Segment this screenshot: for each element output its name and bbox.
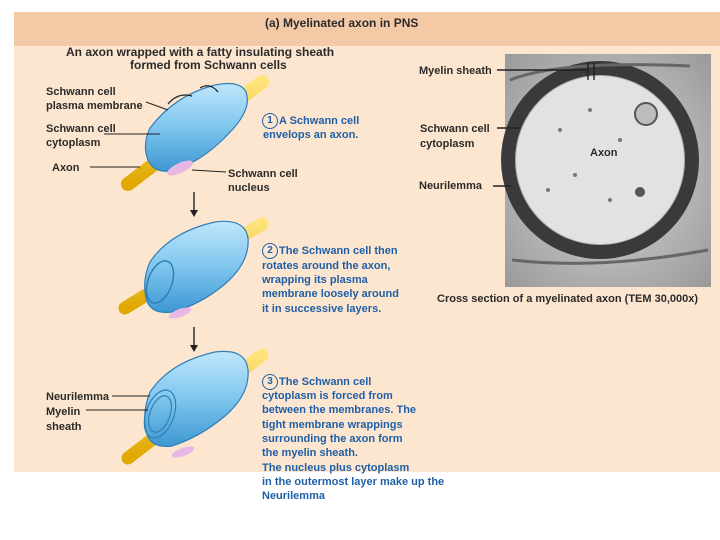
- label-schwann-membrane-line1: Schwann cell: [46, 86, 116, 98]
- stage3-nucleus: [171, 446, 195, 458]
- stage3-layers-outer: [143, 389, 177, 439]
- step3-line2: cytoplasm is forced from: [262, 390, 393, 402]
- progress-arrows: [190, 192, 198, 352]
- stage1-rotation-arrow-2: [199, 85, 219, 93]
- micrograph-label-myelin-sheath: Myelin sheath: [419, 65, 492, 77]
- micrograph-leaders: [493, 62, 595, 187]
- label-nucleus-line1: Schwann cell: [228, 168, 298, 180]
- step2-line2: rotates around the axon,: [262, 260, 391, 272]
- step3-line4: tight membrane wrappings: [262, 419, 403, 431]
- step1-line1: A Schwann cell: [279, 115, 360, 127]
- figure-subtitle-line2: formed from Schwann cells: [130, 58, 287, 72]
- micrograph-caption: Cross section of a myelinated axon (TEM …: [437, 293, 699, 305]
- stage2-illustration: [118, 217, 269, 319]
- step3-line1: The Schwann cell: [279, 376, 372, 388]
- step3-line3: between the membranes. The: [262, 404, 417, 416]
- stage3-layers-inner: [147, 395, 173, 433]
- step2-line1: The Schwann cell then: [279, 245, 398, 257]
- step3-number: 3: [262, 374, 278, 390]
- step3-line9: Neurilemma: [262, 490, 325, 502]
- step3-line6: the myelin sheath.: [262, 447, 358, 459]
- stage2-layers: [145, 260, 175, 304]
- label-schwann-membrane-line2: plasma membrane: [46, 100, 143, 112]
- stage1-rotation-arrow: [167, 94, 193, 105]
- stage3-illustration: [121, 348, 269, 465]
- step2-line3: wrapping its plasma: [262, 274, 368, 286]
- label-myelin-line2: sheath: [46, 421, 82, 433]
- stage1-nucleus: [167, 160, 193, 176]
- step3-line5: surrounding the axon form: [262, 433, 403, 445]
- arrow-1-to-2-head: [190, 210, 198, 217]
- micrograph-myelin-ring: [501, 61, 699, 259]
- step1-line2: envelops an axon.: [263, 129, 359, 141]
- micrograph-axon-interior: [516, 76, 684, 244]
- stage2-schwann-cell: [144, 220, 249, 314]
- tem-micrograph: [501, 54, 711, 287]
- label-schwann-cytoplasm-line2: cytoplasm: [46, 137, 101, 149]
- stage2-nucleus: [168, 307, 192, 319]
- step2-number: 2: [262, 243, 278, 259]
- stage1-illustration: [121, 75, 269, 191]
- micrograph-label-cytoplasm-line1: Schwann cell: [420, 123, 490, 135]
- step3-line8: in the outermost layer make up the: [262, 476, 445, 488]
- label-neurilemma-left: Neurilemma: [46, 391, 109, 403]
- micrograph-label-axon: Axon: [590, 147, 618, 159]
- stage3-myelin-sheath: [144, 350, 249, 448]
- step3-line7: The nucleus plus cytoplasm: [262, 462, 410, 474]
- label-axon: Axon: [52, 162, 80, 174]
- leader-lines: [86, 101, 227, 411]
- micrograph-mitochondrion: [634, 102, 658, 126]
- arrow-2-to-3-head: [190, 345, 198, 352]
- step2-line5: it in successive layers.: [262, 303, 382, 315]
- title-bar: [14, 12, 720, 46]
- label-schwann-cytoplasm-line1: Schwann cell: [46, 123, 116, 135]
- label-myelin-line1: Myelin: [46, 406, 81, 418]
- figure-title: (a) Myelinated axon in PNS: [265, 16, 419, 30]
- step2-line4: membrane loosely around: [262, 288, 399, 300]
- micrograph-label-cytoplasm-line2: cytoplasm: [420, 138, 475, 150]
- step1-number: 1: [262, 113, 278, 129]
- label-nucleus-line2: nucleus: [228, 182, 270, 194]
- figure-subtitle-line1: An axon wrapped with a fatty insulating …: [66, 45, 335, 59]
- micrograph-label-neurilemma: Neurilemma: [419, 180, 482, 192]
- stage1-schwann-cell: [144, 82, 248, 172]
